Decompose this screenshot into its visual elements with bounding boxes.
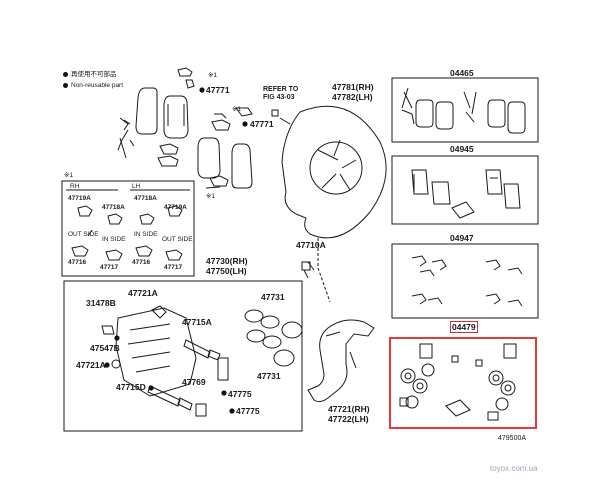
non-reusable-markers: [104, 87, 248, 414]
legend-en: Non-reusable part: [63, 82, 123, 90]
note-box-title: ※1: [64, 172, 74, 179]
label-47781[interactable]: 47781(RH) 47782(LH): [332, 82, 374, 102]
label-47775a[interactable]: 47775: [228, 389, 252, 399]
pistons-and-seals: [244, 309, 303, 367]
figure-number: 479500A: [498, 435, 527, 442]
label-47715d[interactable]: 47715D: [116, 382, 146, 392]
note-box-outside-lh: OUT SIDE: [162, 236, 193, 243]
label-47730[interactable]: 47730(RH) 47750(LH): [206, 256, 248, 276]
note-box-inside-lh: IN SIDE: [134, 231, 158, 238]
dust-shield: [279, 105, 387, 239]
label-note1c: ※1: [206, 193, 216, 200]
guide-pins: [147, 339, 229, 417]
kit-04945-parts: [411, 169, 521, 219]
label-31478b[interactable]: 31478B: [86, 298, 116, 308]
label-note1b: ※1: [232, 106, 242, 113]
brake-pads-left: [117, 67, 253, 189]
note-box-47719a-rh[interactable]: 47719A: [68, 195, 91, 202]
note-box-47718a-rh[interactable]: 47718A: [102, 204, 125, 211]
note-box-47716-rh[interactable]: 47716: [68, 259, 87, 266]
note-box-lh: LH: [132, 183, 141, 190]
label-47721a-top[interactable]: 47721A: [128, 288, 158, 298]
label-04947[interactable]: 04947: [450, 233, 474, 243]
note-box-47717-rh[interactable]: 47717: [100, 264, 119, 271]
label-47771b[interactable]: 47771: [250, 119, 274, 129]
kit-04465-parts: [401, 87, 526, 134]
label-47731b[interactable]: 47731: [257, 371, 281, 381]
label-47721a-left[interactable]: 47721A: [76, 360, 106, 370]
label-47710a[interactable]: 47710A: [296, 240, 326, 250]
label-04945[interactable]: 04945: [450, 144, 474, 154]
watermark: toyox.com.ua: [490, 464, 538, 473]
note-box-47716-lh[interactable]: 47716: [132, 259, 151, 266]
label-47769[interactable]: 47769: [182, 377, 206, 387]
label-04465[interactable]: 04465: [450, 68, 474, 78]
caliper-bracket: [307, 319, 375, 403]
label-47547b[interactable]: 47547B: [90, 343, 120, 353]
note-box-47719a-lh[interactable]: 47719A: [164, 204, 187, 211]
note-box-47717-lh[interactable]: 47717: [164, 264, 183, 271]
note-box-clips: [71, 205, 183, 261]
non-reusable-dot-icon: [63, 82, 68, 88]
highlight-frame: [389, 337, 537, 429]
legend-jp: 再使用不可部品: [63, 71, 117, 79]
note-box-inside-rh: IN SIDE: [102, 236, 126, 243]
label-refer-to-fig[interactable]: REFER TO FIG 43-03: [263, 86, 299, 101]
note-box-rh: RH: [70, 183, 80, 190]
legend-jp-text: 再使用不可部品: [71, 71, 117, 78]
label-04479[interactable]: 04479: [450, 321, 478, 333]
label-note1a: ※1: [208, 72, 218, 79]
kit-04479-parts: [399, 343, 517, 421]
legend-en-text: Non-reusable part: [71, 82, 124, 89]
caliper-body: [101, 305, 197, 397]
label-47771a[interactable]: 47771: [206, 85, 230, 95]
label-47731a[interactable]: 47731: [261, 292, 285, 302]
note-box-47718a-lh[interactable]: 47718A: [134, 195, 157, 202]
note-box-outside-rh: OUT SIDE: [68, 231, 99, 238]
label-47775b[interactable]: 47775: [236, 406, 260, 416]
label-47721[interactable]: 47721(RH) 47722(LH): [328, 404, 370, 424]
kit-04947-parts: [411, 255, 523, 307]
label-47715a[interactable]: 47715A: [182, 317, 212, 327]
non-reusable-dot-icon: [63, 71, 68, 77]
